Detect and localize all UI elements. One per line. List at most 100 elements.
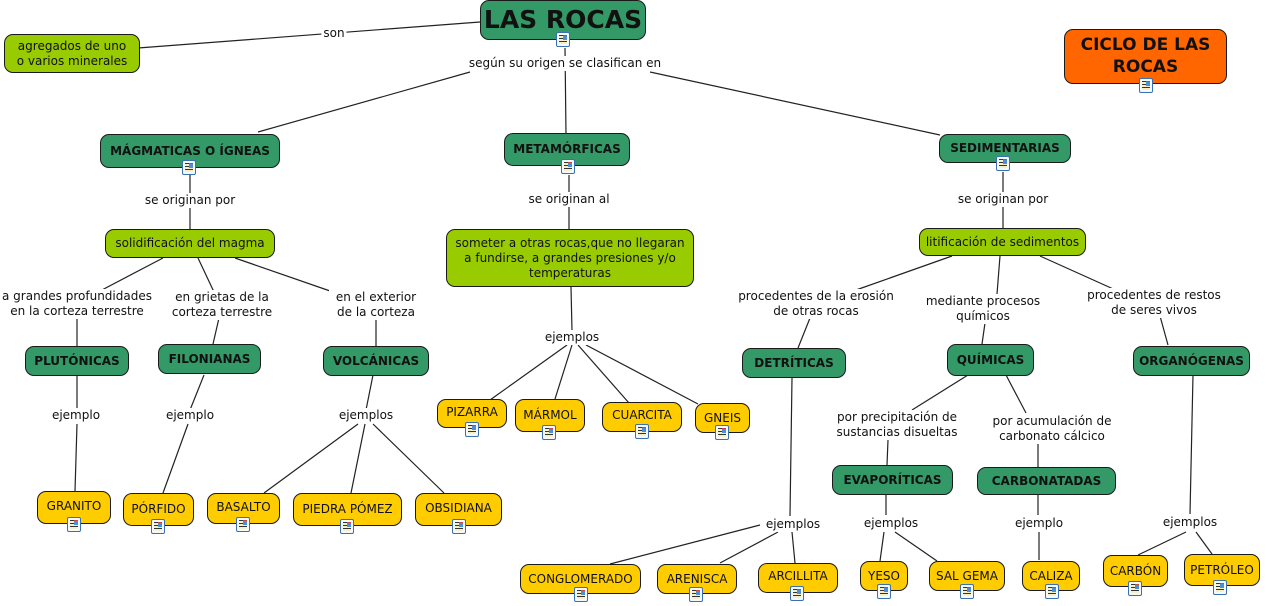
concept-plutonicas[interactable]: PLUTÓNICAS <box>25 346 129 376</box>
connector-line <box>212 317 220 345</box>
resource-icon[interactable] <box>635 424 649 439</box>
resource-icon[interactable] <box>960 584 974 599</box>
concept-label: BASALTO <box>216 500 271 514</box>
concept-las-rocas[interactable]: LAS ROCAS <box>480 0 646 40</box>
concept-solidificacion[interactable]: solidificación del magma <box>105 229 275 258</box>
concept-label: GNEIS <box>703 410 741 425</box>
concept-label: ARCILLITA <box>768 569 828 583</box>
resource-icon[interactable] <box>151 519 165 534</box>
connector-line <box>1189 374 1194 515</box>
concept-evaporiticas[interactable]: EVAPORÍTICAS <box>832 465 953 495</box>
link-exterior: en el exterior de la corteza <box>329 290 423 320</box>
link-organic: procedentes de restos de seres vivos <box>1082 288 1226 318</box>
link-ejemplos: ejemplos <box>861 516 921 531</box>
resource-icon[interactable] <box>561 159 575 174</box>
concept-label: SEDIMENTARIAS <box>950 141 1060 155</box>
resource-icon[interactable] <box>465 422 479 437</box>
connector-line <box>981 322 986 345</box>
resource-icon[interactable] <box>340 519 354 534</box>
example-obsidiana[interactable]: OBSIDIANA <box>415 493 502 526</box>
link-ejemplos: ejemplos <box>763 517 823 532</box>
resource-icon[interactable] <box>1128 581 1142 596</box>
concept-quimicas[interactable]: QUÍMICAS <box>947 344 1034 376</box>
connector-line <box>894 531 938 562</box>
example-caliza[interactable]: CALIZA <box>1022 561 1080 591</box>
concept-volcanicas[interactable]: VOLCÁNICAS <box>323 346 429 376</box>
connector-line <box>791 531 796 564</box>
connector-line <box>263 423 359 494</box>
resource-icon[interactable] <box>877 584 891 599</box>
concept-label: PIZARRA <box>446 405 498 419</box>
link-ejemplo: ejemplo <box>163 408 217 423</box>
link-deep: a grandes profundidades en la corteza te… <box>0 289 159 319</box>
connector-line <box>585 344 699 405</box>
connector-line <box>350 423 366 494</box>
concept-ciclo-de-las-rocas[interactable]: CICLO DE LAS ROCAS <box>1064 29 1227 84</box>
connector-line <box>1159 315 1169 346</box>
concept-label: PÓRFIDO <box>131 502 186 516</box>
concept-label: LAS ROCAS <box>483 5 643 35</box>
connector-line <box>879 531 885 562</box>
resource-icon[interactable] <box>452 519 466 534</box>
concept-filonianas[interactable]: FILONIANAS <box>158 344 261 374</box>
link-text: por precipitación de sustancias disuelta… <box>836 410 958 439</box>
resource-icon[interactable] <box>1213 580 1227 595</box>
connector-line <box>719 531 779 564</box>
connector-line <box>162 423 189 494</box>
connector-line <box>554 344 573 400</box>
resource-icon[interactable] <box>1045 584 1059 599</box>
concept-label: QUÍMICAS <box>956 352 1025 367</box>
resource-icon[interactable] <box>574 587 588 602</box>
resource-icon[interactable] <box>689 587 703 602</box>
resource-icon[interactable] <box>715 425 729 440</box>
connector-line <box>789 377 793 517</box>
link-ejemplo: ejemplo <box>1012 516 1066 531</box>
link-se-originan-por: se originan por <box>955 192 1051 207</box>
link-cracks: en grietas de la corteza terrestre <box>165 290 279 320</box>
concept-label: agregados de uno o varios minerales <box>16 38 128 68</box>
example-cuarcita[interactable]: CUARCITA <box>602 402 682 432</box>
resource-icon[interactable] <box>996 156 1010 171</box>
concept-someter[interactable]: someter a otras rocas,que no llegaran a … <box>446 229 694 287</box>
connector-line <box>257 71 471 133</box>
connector-line <box>1039 255 1121 293</box>
link-text: en grietas de la corteza terrestre <box>171 290 273 319</box>
connector-line <box>365 374 374 411</box>
link-precipitacion: por precipitación de sustancias disuelta… <box>830 410 964 440</box>
link-ejemplos: ejemplos <box>336 408 396 423</box>
concept-label: SAL GEMA <box>936 568 998 583</box>
concept-label: GRANITO <box>46 499 102 513</box>
concept-agregados[interactable]: agregados de uno o varios minerales <box>4 34 140 73</box>
link-se-originan-por: se originan por <box>142 193 238 208</box>
concept-organogenas[interactable]: ORGANÓGENAS <box>1133 346 1250 376</box>
concept-label: FILONIANAS <box>168 351 251 366</box>
connector-line <box>577 344 630 404</box>
connector-line <box>855 255 953 291</box>
link-ejemplo: ejemplo <box>49 408 103 423</box>
resource-icon[interactable] <box>236 517 250 532</box>
resource-icon[interactable] <box>1139 78 1153 93</box>
example-marmol[interactable]: MÁRMOL <box>515 399 585 432</box>
concept-label: OBSIDIANA <box>425 501 492 515</box>
concept-litificacion[interactable]: litificación de sedimentos <box>919 228 1086 256</box>
concept-label: CARBÓN <box>1109 563 1162 578</box>
concept-label: DETRÍTICAS <box>754 355 834 370</box>
resource-icon[interactable] <box>790 586 804 601</box>
link-text: a grandes profundidades en la corteza te… <box>2 289 152 318</box>
example-petroleo[interactable]: PETRÓLEO <box>1184 554 1260 586</box>
resource-icon[interactable] <box>182 160 196 175</box>
connector-line <box>1005 374 1027 414</box>
concept-label: VOLCÁNICAS <box>332 353 420 368</box>
link-text: mediante procesos químicos <box>925 294 1041 323</box>
resource-icon[interactable] <box>542 425 556 440</box>
concept-detriticas[interactable]: DETRÍTICAS <box>742 348 846 378</box>
resource-icon[interactable] <box>556 32 570 47</box>
concept-magmaticas[interactable]: MÁGMATICAS O ÍGNEAS <box>100 134 280 168</box>
resource-icon[interactable] <box>67 517 81 532</box>
connector-line <box>609 524 761 565</box>
connector-line <box>649 71 941 136</box>
concept-label: litificación de sedimentos <box>925 234 1080 249</box>
concept-label: CUARCITA <box>612 408 672 422</box>
concept-carbonatadas[interactable]: CARBONATADAS <box>977 467 1116 495</box>
link-erosion: procedentes de la erosión de otras rocas <box>734 289 898 319</box>
